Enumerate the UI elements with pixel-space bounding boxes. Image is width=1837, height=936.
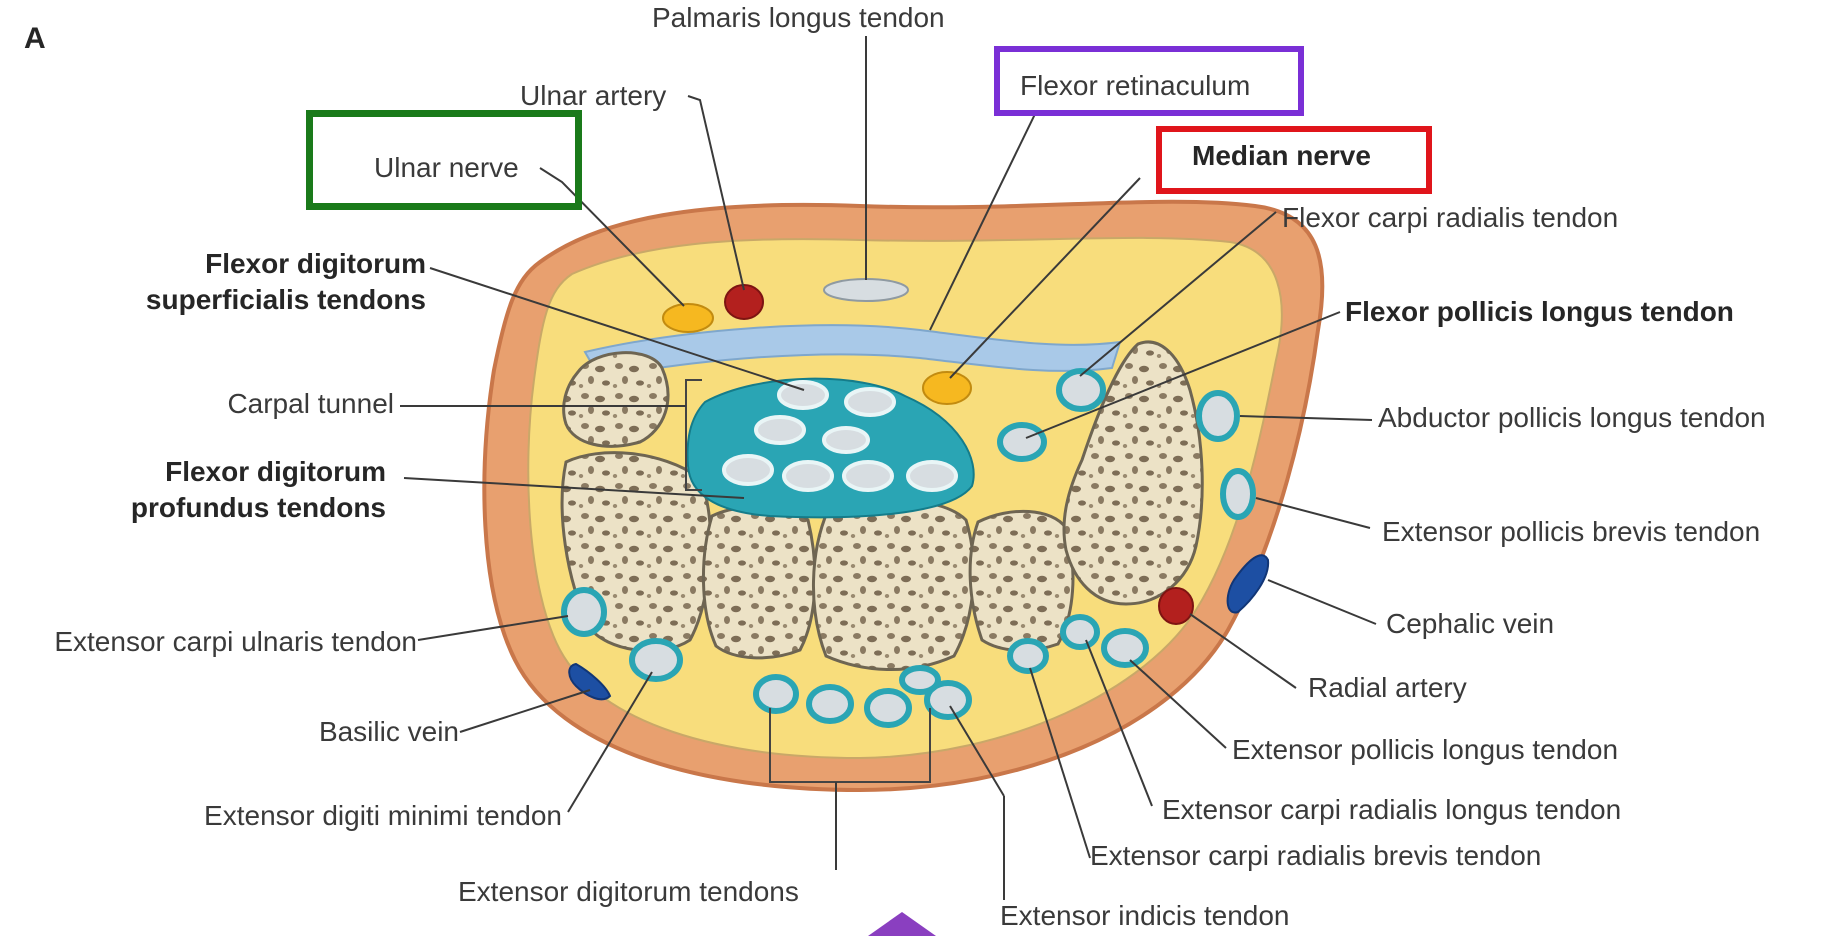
label-extensor-carpi-radialis-brevis-tendon: Extensor carpi radialis brevis tendon xyxy=(1090,840,1541,871)
label-flexor-digitorum-superficialis-2: superficialis tendons xyxy=(146,284,426,315)
label-radial-artery: Radial artery xyxy=(1308,672,1467,703)
ulnar-nerve-shape xyxy=(663,304,713,332)
label-extensor-digitorum-tendons: Extensor digitorum tendons xyxy=(458,876,799,907)
ulnar-artery-shape xyxy=(725,285,763,319)
label-flexor-digitorum-superficialis-1: Flexor digitorum xyxy=(205,248,426,279)
label-ulnar-artery: Ulnar artery xyxy=(520,80,666,111)
label-extensor-carpi-radialis-longus-tendon: Extensor carpi radialis longus tendon xyxy=(1162,794,1621,825)
label-extensor-carpi-ulnaris-tendon: Extensor carpi ulnaris tendon xyxy=(54,626,417,657)
highlight-box-flexor-retinaculum xyxy=(994,46,1304,116)
label-extensor-pollicis-brevis-tendon: Extensor pollicis brevis tendon xyxy=(1382,516,1760,547)
label-carpal-tunnel: Carpal tunnel xyxy=(227,388,394,419)
label-palmaris-longus-tendon: Palmaris longus tendon xyxy=(652,2,945,33)
label-extensor-digiti-minimi-tendon: Extensor digiti minimi tendon xyxy=(204,800,562,831)
label-flexor-pollicis-longus-tendon: Flexor pollicis longus tendon xyxy=(1345,296,1734,327)
label-cephalic-vein: Cephalic vein xyxy=(1386,608,1554,639)
purple-triangle-marker xyxy=(868,912,936,936)
panel-letter: A xyxy=(24,22,46,56)
median-nerve-shape xyxy=(923,372,971,404)
radial-artery-shape xyxy=(1159,588,1193,624)
palmaris-longus-shape xyxy=(824,279,908,301)
label-basilic-vein: Basilic vein xyxy=(319,716,459,747)
label-flexor-carpi-radialis-tendon: Flexor carpi radialis tendon xyxy=(1282,202,1618,233)
label-abductor-pollicis-longus-tendon: Abductor pollicis longus tendon xyxy=(1378,402,1766,433)
label-flexor-digitorum-profundus-1: Flexor digitorum xyxy=(165,456,386,487)
label-extensor-indicis-tendon: Extensor indicis tendon xyxy=(1000,900,1290,931)
highlight-box-median-nerve xyxy=(1156,126,1432,194)
label-extensor-pollicis-longus-tendon: Extensor pollicis longus tendon xyxy=(1232,734,1618,765)
label-flexor-digitorum-profundus-2: profundus tendons xyxy=(131,492,386,523)
highlight-box-ulnar-nerve xyxy=(306,110,582,210)
